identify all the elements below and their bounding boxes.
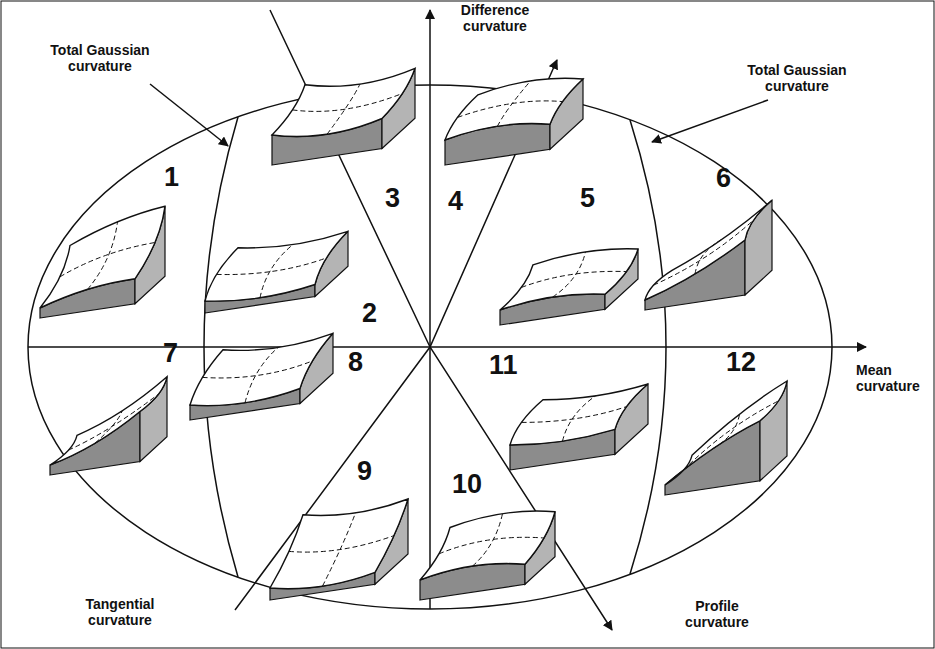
block-top: [50, 377, 167, 465]
block-dash: [69, 394, 159, 450]
axis-label: Mean curvature: [856, 362, 932, 394]
callout-number: 6: [716, 163, 731, 193]
callout-number: 8: [348, 347, 363, 377]
block-dash: [439, 537, 544, 554]
leader-arrow: [150, 84, 228, 146]
block-dash: [522, 407, 627, 423]
block-dash: [95, 411, 122, 443]
axis-label: Total Gaussian curvature: [735, 62, 859, 94]
axis-label: Tangential curvature: [60, 596, 180, 628]
block-top: [510, 384, 648, 445]
callout-number: 3: [385, 183, 400, 213]
landform-sketches: [40, 68, 787, 600]
tangential-axis: [235, 60, 557, 610]
leader-arrow: [652, 100, 768, 142]
block-dash: [60, 243, 155, 277]
block-dash: [695, 239, 722, 274]
callout-number: 10: [452, 469, 482, 499]
block-top: [665, 381, 787, 485]
callout-number: 9: [357, 456, 372, 486]
callout-number: 7: [163, 338, 178, 368]
callout-number: 1: [164, 162, 179, 192]
block-top: [420, 511, 555, 580]
block-dash: [293, 93, 403, 111]
callout-number: 4: [448, 186, 463, 216]
block-top: [205, 231, 348, 301]
block-front: [665, 421, 760, 495]
block-dash: [522, 271, 627, 287]
difference-axis: [429, 10, 431, 609]
axis-label: Difference curvature: [440, 2, 550, 34]
block-dash: [289, 536, 394, 553]
block-dash: [458, 101, 563, 118]
block-top: [40, 206, 165, 308]
block-dash: [88, 222, 118, 290]
callout-number: 2: [362, 298, 377, 328]
callout-number: 5: [580, 183, 595, 213]
block-top: [445, 78, 583, 140]
callout-number: 12: [726, 347, 756, 377]
block-dash: [654, 220, 754, 285]
axis-label: Profile curvature: [662, 598, 772, 630]
block-top: [645, 200, 772, 300]
block-top: [500, 249, 638, 310]
callout-number: 11: [489, 350, 518, 380]
block-dash: [713, 414, 740, 449]
block-dash: [203, 361, 313, 378]
block-dash: [217, 258, 327, 275]
block-top: [190, 333, 333, 405]
block-top: [270, 499, 408, 589]
profile-axis: [270, 10, 612, 630]
block-top: [272, 68, 415, 136]
axis-label: Total Gaussian curvature: [40, 42, 160, 74]
block-dash: [684, 401, 779, 470]
